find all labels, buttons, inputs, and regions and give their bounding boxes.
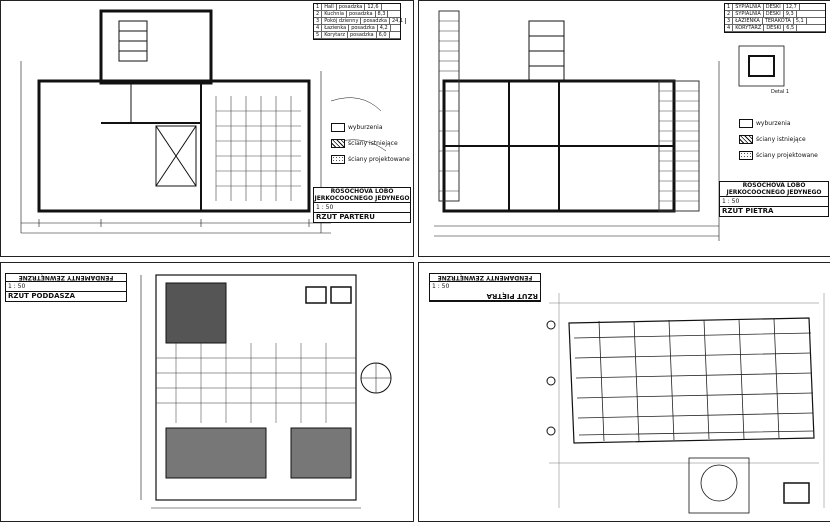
table-cell: DESKI [764, 25, 785, 31]
plan-parter-svg [20, 9, 387, 234]
table-cell: 1 [725, 4, 734, 10]
table-cell: DESKI [764, 4, 784, 10]
legend-swatch [331, 123, 345, 132]
title-block-org: FENDAMENTY ZEWNĘTRZNE [437, 274, 533, 281]
title-block-org: ROSOCHOVA LOBO JERKOCOOCNEGO JEDYNEGO [726, 182, 822, 196]
table-cell: 4 [314, 25, 323, 31]
title-block-drawing: RZUT PODDASZA [6, 291, 126, 301]
title-block-drawing: RZUT PIĘTRA [430, 291, 540, 301]
table-cell: 8,3 [376, 11, 389, 17]
table-cell: 4 [725, 25, 734, 31]
table-cell: 6,5 [784, 25, 798, 31]
table-cell: 3 [314, 18, 323, 24]
table-cell: 6,0 [377, 32, 390, 38]
legend-label: ściany projektowane [348, 156, 410, 163]
legend-label: ściany projektowane [756, 152, 818, 159]
table-cell: 5 [314, 32, 323, 38]
table-cell: TERAKOTA [763, 18, 794, 24]
table-cell: posadzka [337, 4, 366, 10]
table-cell: 24,1 [390, 18, 407, 24]
title-block: FENDAMENTY ZEWNĘTRZNE 1 : 50 RZUT PODDAS… [5, 273, 127, 302]
legend-swatch [739, 119, 753, 128]
table-cell: Łazienka [322, 25, 350, 31]
table-cell: 1 [314, 4, 323, 10]
table-cell: ŁAZIENKA [733, 18, 763, 24]
table-cell: Hall [322, 4, 337, 10]
drawing-sheet-dach: FENDAMENTY ZEWNĘTRZNE 1 : 50 RZUT PIĘTRA [418, 262, 830, 522]
legend-label: ściany istniejące [348, 140, 398, 147]
table-cell: 2 [725, 11, 734, 17]
table-cell: Pokój dzienny [322, 18, 362, 24]
title-block-scale: 1 : 50 [6, 281, 126, 291]
detail-label: Detal 1 [771, 89, 790, 95]
table-cell: posadzka [349, 25, 378, 31]
table-cell: 5,1 [794, 18, 807, 24]
title-block: FENDAMENTY ZEWNĘTRZNE 1 : 50 RZUT PIĘTRA [429, 273, 541, 302]
title-block-drawing: RZUT PIETRA [720, 206, 828, 216]
title-block-scale: 1 : 50 [430, 281, 540, 291]
plan-dach-svg [546, 293, 825, 514]
title-block-drawing: RZUT PARTERU [314, 212, 410, 222]
legend-swatch [739, 151, 753, 160]
title-block-scale: 1 : 50 [314, 202, 410, 212]
table-cell: KORYTARZ [733, 25, 765, 31]
title-block: ROSOCHOVA LOBO JERKOCOOCNEGO JEDYNEGO 1 … [313, 187, 411, 223]
legend-label: ściany istniejące [756, 136, 806, 143]
title-block: ROSOCHOVA LOBO JERKOCOOCNEGO JEDYNEGO 1 … [719, 181, 829, 217]
table-cell: 12,7 [784, 4, 800, 10]
table-cell: 9,3 [784, 11, 797, 17]
legend: wyburzenia ściany istniejące ściany proj… [331, 123, 410, 171]
legend-label: wyburzenia [756, 120, 791, 127]
legend-swatch [331, 155, 345, 164]
plan-poddasze-svg [140, 274, 392, 509]
table-cell: 4,2 [378, 25, 391, 31]
table-cell: Kuchnia [322, 11, 347, 17]
legend: wyburzenia ściany istniejące ściany proj… [739, 119, 818, 167]
table-cell: posadzka [348, 32, 377, 38]
drawing-sheet-poddasze: FENDAMENTY ZEWNĘTRZNE 1 : 50 RZUT PODDAS… [0, 262, 414, 522]
table-cell: 3 [725, 18, 734, 24]
table-cell: SYPIALNIA [733, 11, 764, 17]
table-cell: SYPIALNIA [733, 4, 764, 10]
legend-label: wyburzenia [348, 124, 383, 131]
table-cell: DESKI [764, 11, 784, 17]
title-block-org: ROSOCHOVA LOBO JERKOCOOCNEGO JEDYNEGO [314, 188, 410, 202]
table-cell: posadzka [347, 11, 376, 17]
table-cell: posadzka [361, 18, 390, 24]
title-block-scale: 1 : 50 [720, 196, 828, 206]
table-cell: 12,6 [365, 4, 382, 10]
table-cell: 2 [314, 11, 323, 17]
table-cell: Korytarz [322, 32, 348, 38]
title-block-org: FENDAMENTY ZEWNĘTRZNE [18, 274, 114, 281]
legend-swatch [739, 135, 753, 144]
legend-swatch [331, 139, 345, 148]
